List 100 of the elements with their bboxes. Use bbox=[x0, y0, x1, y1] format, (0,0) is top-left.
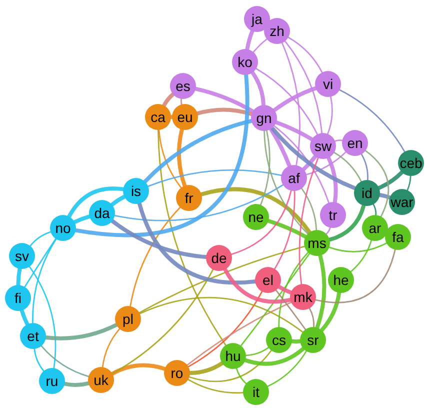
link-curve bbox=[102, 328, 120, 368]
link-curve bbox=[326, 227, 331, 235]
link-curve bbox=[277, 284, 293, 294]
language-node: mk bbox=[290, 284, 316, 310]
link-curve bbox=[40, 345, 90, 378]
link-curve bbox=[16, 266, 22, 287]
link-curve bbox=[139, 296, 304, 333]
link-curve bbox=[270, 126, 357, 190]
link-curve bbox=[30, 231, 52, 247]
language-node: it bbox=[243, 379, 269, 405]
language-node: ko bbox=[232, 49, 258, 75]
language-node: eu bbox=[172, 104, 198, 130]
link-curve bbox=[274, 125, 330, 204]
link-curve bbox=[308, 308, 315, 328]
language-node: id bbox=[354, 180, 380, 206]
link-curve bbox=[138, 246, 306, 314]
link-curve bbox=[162, 92, 175, 108]
language-node: es bbox=[170, 73, 196, 99]
language-node: uk bbox=[88, 367, 114, 393]
link-curve bbox=[256, 68, 318, 135]
link-curve bbox=[114, 184, 284, 222]
link-curve bbox=[130, 206, 181, 307]
link-curve bbox=[196, 108, 254, 116]
link-curve bbox=[200, 187, 312, 234]
link-curve bbox=[378, 193, 392, 200]
link-curve bbox=[326, 156, 338, 204]
link-curve bbox=[360, 154, 368, 181]
link-curve bbox=[406, 175, 412, 191]
link-curve bbox=[260, 130, 270, 206]
language-node: pl bbox=[115, 306, 141, 332]
language-node: el bbox=[255, 267, 281, 293]
link-curve bbox=[147, 169, 282, 187]
language-node: no bbox=[50, 215, 76, 241]
language-node: vi bbox=[315, 71, 341, 97]
link-curve bbox=[44, 322, 118, 340]
link-curve bbox=[62, 381, 90, 387]
language-node: ms bbox=[304, 230, 330, 256]
link-curve bbox=[110, 194, 126, 207]
link-curve bbox=[327, 96, 333, 135]
link-curve bbox=[377, 170, 404, 190]
link-curve bbox=[334, 139, 343, 142]
link-curve bbox=[288, 36, 323, 74]
language-node: ne bbox=[243, 204, 269, 230]
language-node: et bbox=[20, 323, 46, 349]
link-curve bbox=[28, 266, 56, 369]
link-curve bbox=[281, 42, 300, 166]
link-curve bbox=[32, 238, 57, 324]
language-node: tr bbox=[320, 202, 346, 228]
language-node: ceb bbox=[398, 150, 424, 176]
link-curve bbox=[315, 254, 326, 330]
link-curve bbox=[290, 339, 302, 344]
link-curve bbox=[230, 190, 292, 255]
link-curve bbox=[315, 249, 396, 304]
link-curve bbox=[143, 118, 254, 184]
link-curve bbox=[137, 202, 258, 285]
link-curve bbox=[284, 40, 322, 134]
link-curve bbox=[328, 242, 388, 252]
language-node: fr bbox=[176, 185, 202, 211]
link-curve bbox=[112, 268, 214, 374]
link-curve bbox=[298, 157, 319, 285]
link-curve bbox=[274, 190, 296, 270]
link-curve bbox=[158, 129, 182, 188]
link-curve bbox=[110, 219, 208, 259]
link-curve bbox=[264, 130, 308, 234]
link-curve bbox=[301, 188, 318, 231]
language-node: af bbox=[281, 165, 307, 191]
link-curve bbox=[74, 73, 250, 238]
link-curve bbox=[188, 290, 263, 368]
link-curve bbox=[188, 361, 224, 375]
link-curve bbox=[372, 204, 377, 216]
link-curve bbox=[350, 240, 372, 272]
link-curve bbox=[278, 252, 309, 328]
link-curve bbox=[245, 346, 270, 356]
language-node: sv bbox=[9, 243, 35, 269]
language-node: gn bbox=[251, 105, 277, 131]
link-curve bbox=[240, 252, 310, 346]
link-curve bbox=[320, 290, 342, 332]
link-curve bbox=[275, 290, 306, 330]
link-curve bbox=[250, 70, 266, 107]
language-node: hu bbox=[220, 343, 246, 369]
link-curve bbox=[194, 86, 255, 114]
link-curve bbox=[268, 127, 292, 168]
link-curve bbox=[223, 268, 292, 304]
link-curve bbox=[245, 29, 254, 52]
link-curve bbox=[176, 128, 187, 188]
language-node: ja bbox=[244, 6, 270, 32]
link-curve bbox=[20, 308, 30, 326]
link-curve bbox=[169, 115, 174, 119]
link-curve bbox=[236, 368, 247, 384]
link-curve bbox=[188, 378, 244, 394]
link-curve bbox=[266, 218, 308, 239]
link-curve bbox=[338, 89, 406, 152]
language-node: war bbox=[389, 189, 415, 215]
link-curve bbox=[272, 86, 318, 112]
link-curve bbox=[34, 348, 44, 372]
link-curve bbox=[252, 38, 268, 53]
link-curve bbox=[306, 151, 346, 176]
language-node: fi bbox=[5, 285, 31, 311]
link-curve bbox=[302, 154, 318, 172]
language-node: ca bbox=[145, 104, 171, 130]
